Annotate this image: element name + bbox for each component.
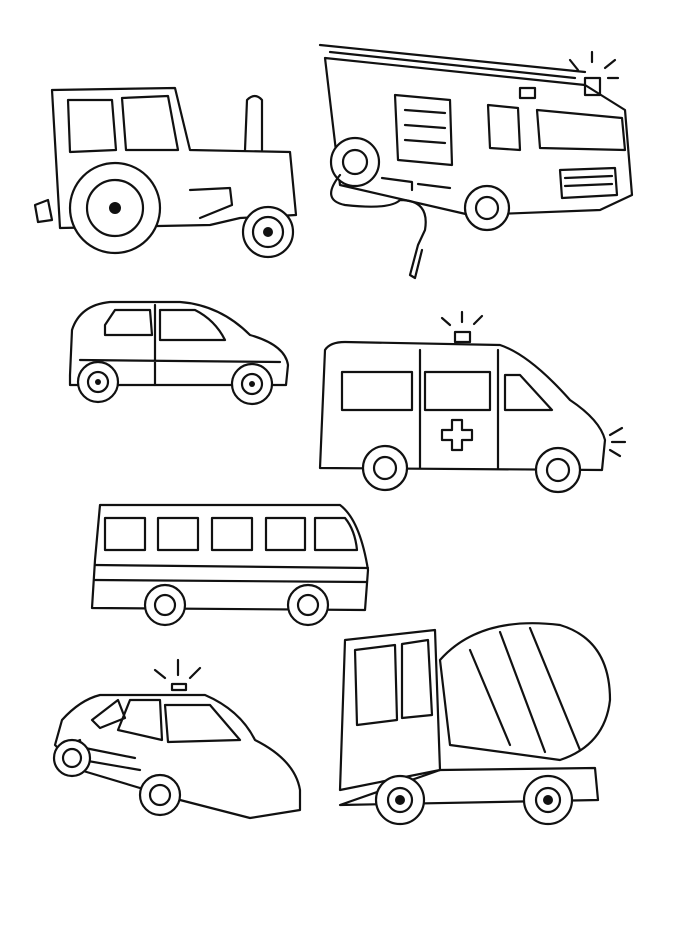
police-car-drawing [52, 658, 302, 820]
hatchback-car-drawing [68, 300, 290, 406]
bus-drawing [90, 503, 370, 627]
tractor-drawing [33, 86, 298, 259]
fire-truck-drawing [318, 43, 634, 280]
ambulance-drawing [318, 310, 627, 494]
cement-mixer-truck-drawing [338, 622, 612, 826]
